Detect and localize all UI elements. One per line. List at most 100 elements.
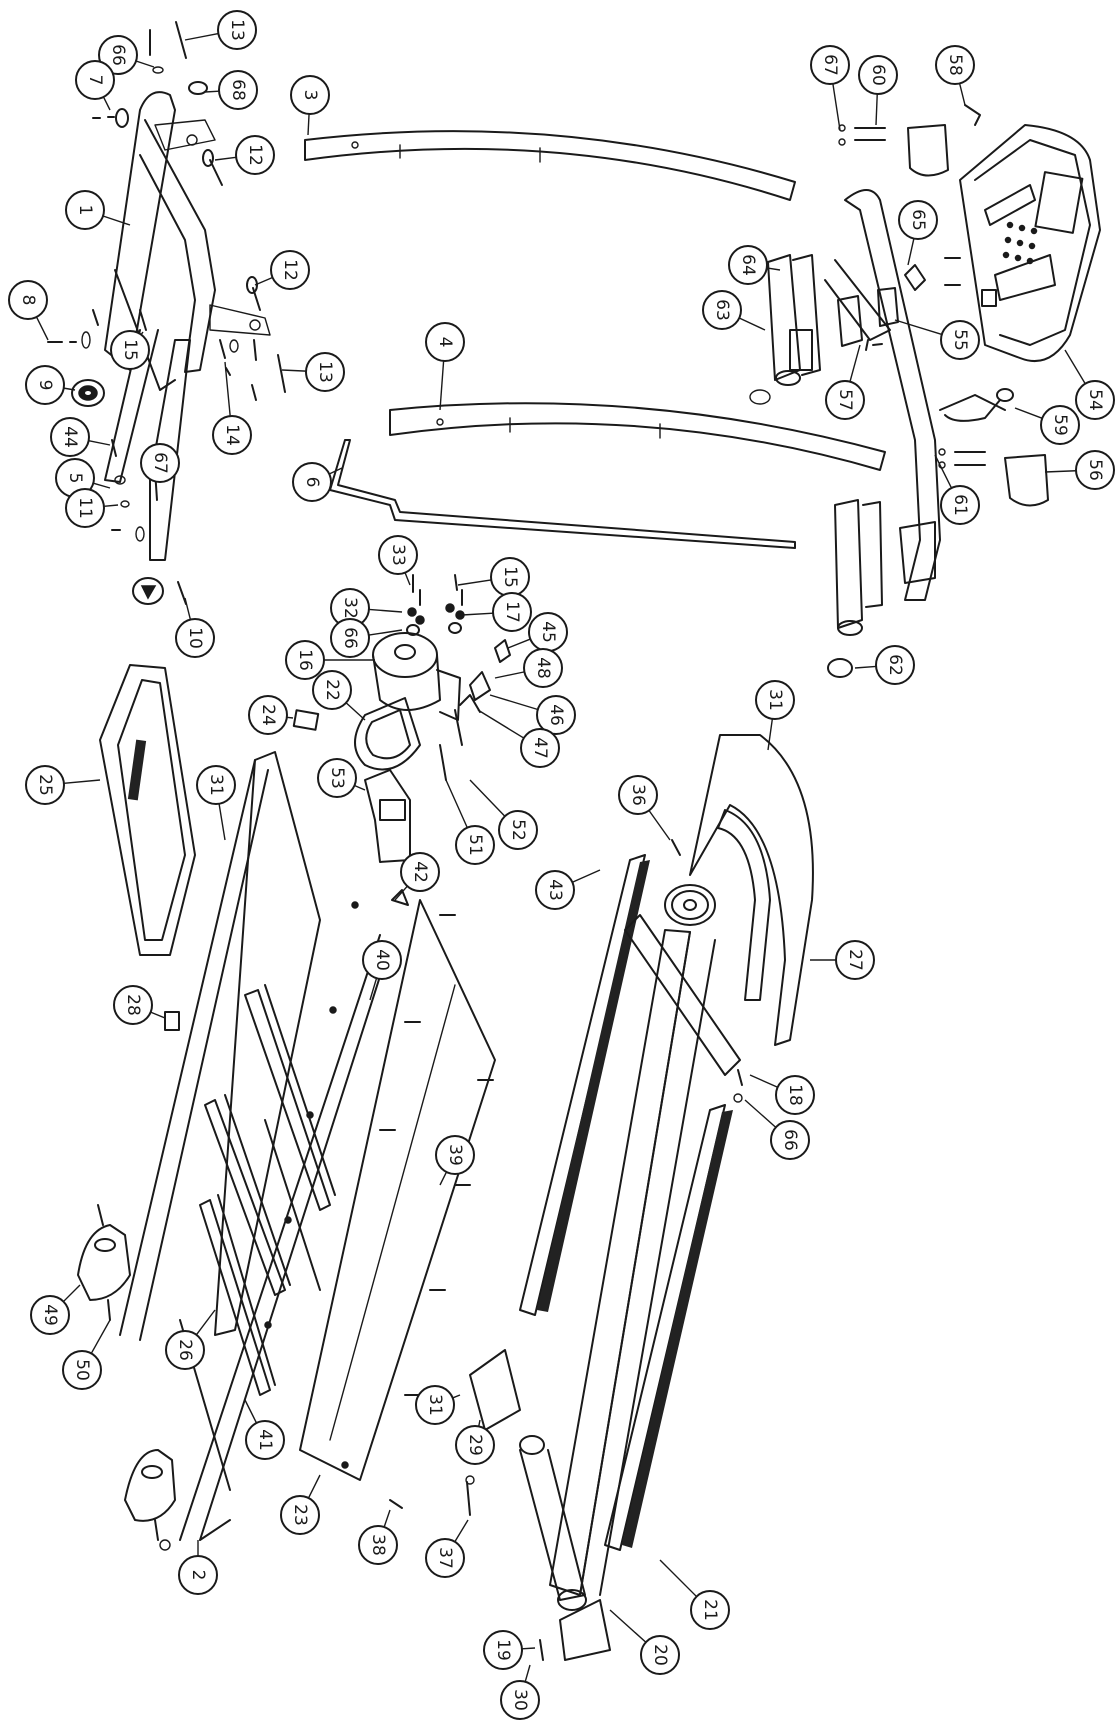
- callout-32: 32: [330, 588, 403, 628]
- callout-49: 49: [30, 1284, 81, 1335]
- callout-label: 3: [300, 90, 320, 101]
- callout-16: 16: [285, 640, 375, 680]
- callout-leader: [383, 1509, 391, 1528]
- callout-circle: [270, 250, 310, 290]
- callout-67: 67: [140, 443, 180, 483]
- callout-circle: [455, 1425, 495, 1465]
- callout-label: 55: [950, 329, 970, 351]
- callout-leader: [345, 702, 366, 721]
- callout-42: 42: [394, 852, 440, 901]
- callout-leader: [478, 1419, 481, 1427]
- callout-label: 5: [65, 473, 85, 484]
- callout-circle: [280, 1495, 320, 1535]
- callout-label: 11: [75, 497, 95, 519]
- callout-leader: [102, 96, 111, 111]
- callout-leader: [35, 316, 49, 341]
- callout-circle: [140, 443, 180, 483]
- callout-label: 31: [425, 1394, 445, 1416]
- callout-27: 27: [810, 940, 875, 980]
- callout-label: 1: [75, 205, 95, 216]
- callout-label: 42: [410, 861, 430, 883]
- callout-leader: [244, 1399, 258, 1424]
- callout-label: 26: [175, 1339, 195, 1361]
- callout-label: 37: [435, 1547, 455, 1569]
- callout-circle: [8, 280, 48, 320]
- callout-label: 4: [435, 337, 455, 348]
- callout-circle: [536, 695, 576, 735]
- callout-label: 43: [545, 879, 565, 901]
- callout-label: 2: [188, 1570, 208, 1581]
- callout-circle: [400, 852, 440, 892]
- callout-circle: [825, 380, 865, 420]
- callout-leader: [281, 369, 307, 372]
- callout-circle: [435, 1135, 475, 1175]
- callout-circle: [65, 488, 105, 528]
- callout-circle: [217, 10, 257, 50]
- callout-label: 17: [502, 601, 522, 623]
- motor-assembly: [292, 574, 511, 863]
- callout-circle: [75, 60, 115, 100]
- callout-circle: [810, 45, 850, 85]
- callout-circle: [523, 648, 563, 688]
- callout-leader: [286, 716, 294, 719]
- callout-leader: [659, 1559, 698, 1598]
- callout-circle: [290, 75, 330, 115]
- callout-56: 56: [1044, 450, 1115, 490]
- callout-57: 57: [825, 344, 865, 420]
- callout-circle: [1075, 380, 1115, 420]
- callout-label: 67: [150, 452, 170, 474]
- callout-label: 56: [1085, 459, 1105, 481]
- callout-leader: [854, 665, 877, 669]
- callout-leader: [307, 113, 310, 136]
- callout-leader: [609, 1609, 647, 1643]
- callout-36: 36: [618, 775, 671, 841]
- callout-31: 31: [196, 765, 236, 841]
- callout-circle: [248, 695, 288, 735]
- callout-label: 14: [222, 424, 242, 446]
- callout-leader: [63, 387, 76, 391]
- callout-leader: [875, 93, 878, 126]
- callout-label: 58: [945, 54, 965, 76]
- callout-leader: [135, 60, 155, 68]
- callout-circle: [285, 640, 325, 680]
- callout-circle: [110, 330, 150, 370]
- callout-65: 65: [898, 200, 938, 266]
- callout-label: 19: [493, 1639, 513, 1661]
- callout-leader: [744, 1099, 777, 1128]
- callout-circle: [98, 35, 138, 75]
- callout-58: 58: [935, 45, 975, 106]
- callout-leader: [368, 629, 403, 636]
- callout-17: 17: [461, 592, 532, 632]
- callout-circle: [245, 1420, 285, 1460]
- callout-leader: [894, 319, 943, 336]
- callout-19: 19: [483, 1630, 536, 1670]
- callout-circle: [30, 1295, 70, 1335]
- callout-37: 37: [425, 1519, 469, 1578]
- callout-leader: [218, 803, 226, 841]
- callout-label: 18: [785, 1084, 805, 1106]
- callout-circle: [330, 618, 370, 658]
- callout-leader: [62, 1284, 81, 1303]
- callout-leader: [494, 671, 525, 679]
- callout-leader: [439, 1171, 448, 1186]
- callout-circle: [835, 940, 875, 980]
- callout-64: 64: [728, 245, 781, 285]
- callout-label: 41: [255, 1429, 275, 1451]
- callout-25: 25: [25, 765, 101, 805]
- callout-label: 44: [60, 426, 80, 448]
- callout-circle: [500, 1680, 540, 1720]
- callout-14: 14: [212, 361, 252, 455]
- callout-leader: [469, 779, 506, 817]
- callout-circle: [178, 1555, 218, 1595]
- callout-31: 31: [415, 1385, 461, 1425]
- callout-label: 36: [628, 784, 648, 806]
- callout-leader: [88, 440, 111, 446]
- callout-label: 31: [206, 774, 226, 796]
- callout-43: 43: [535, 869, 601, 910]
- callout-circle: [898, 200, 938, 240]
- callout-leader: [90, 1319, 111, 1354]
- callout-circle: [65, 190, 105, 230]
- callout-leader: [572, 869, 601, 883]
- callout-label: 30: [510, 1689, 530, 1711]
